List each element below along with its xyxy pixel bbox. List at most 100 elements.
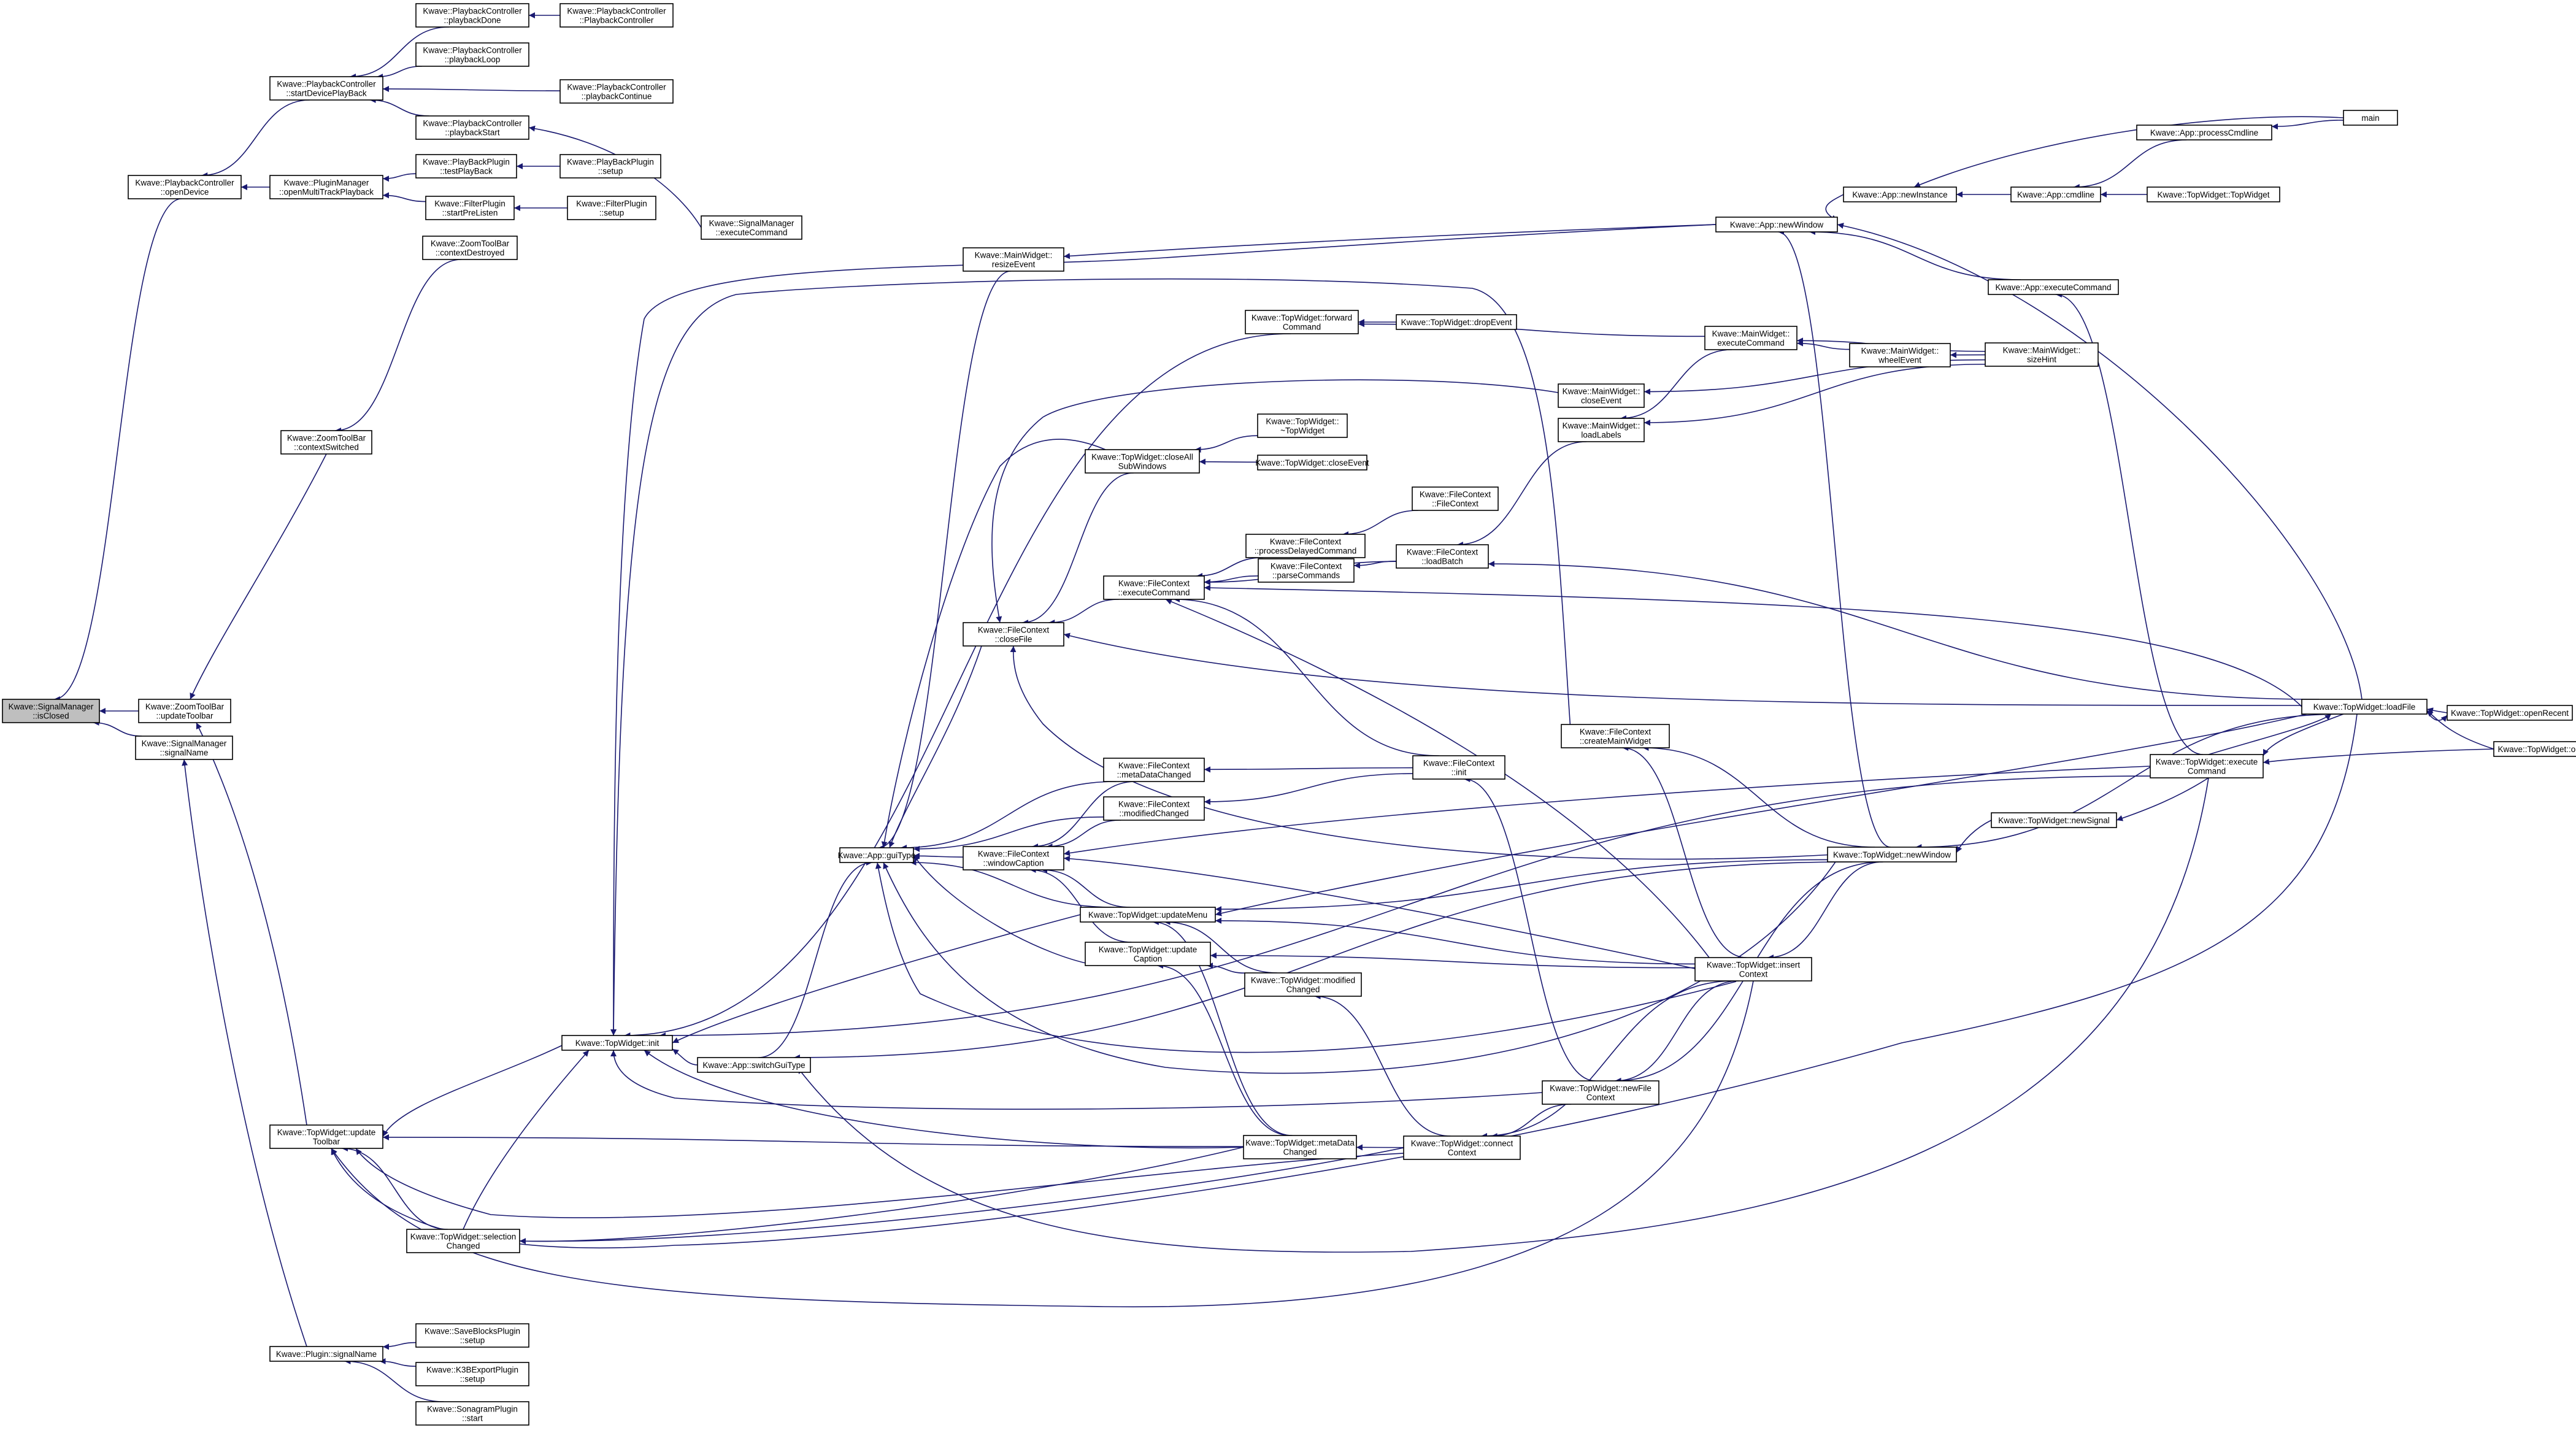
graph-node-n40[interactable]: Kwave::TopWidget::closeEvent: [1255, 455, 1369, 471]
call-edge-n58-to-n54: [1809, 229, 2021, 280]
graph-node-n11[interactable]: Kwave::FilterPlugin::startPreListen: [425, 196, 515, 220]
graph-node-n5[interactable]: Kwave::PlaybackController::playbackLoop: [415, 42, 529, 67]
graph-node-n13[interactable]: Kwave::ZoomToolBar::contextDestroyed: [422, 236, 518, 260]
node-label-line: SubWindows: [1118, 462, 1167, 471]
call-edge-n46-to-n31: [1174, 596, 1439, 756]
node-box: [1991, 812, 2117, 828]
graph-node-n39[interactable]: Kwave::TopWidget::~TopWidget: [1257, 413, 1348, 438]
node-box: [1988, 279, 2119, 295]
node-label-line: resizeEvent: [992, 260, 1036, 269]
graph-node-n49[interactable]: Kwave::MainWidget::loadLabels: [1558, 418, 1645, 442]
graph-node-n67[interactable]: Kwave::TopWidget::openRecent: [2447, 705, 2573, 721]
graph-node-n31[interactable]: Kwave::FileContext::executeCommand: [1103, 575, 1205, 600]
node-label-line: Kwave::ZoomToolBar: [431, 239, 510, 248]
graph-node-n68[interactable]: Kwave::TopWidget::openFile: [2493, 741, 2576, 757]
graph-node-n8[interactable]: Kwave::PluginManager::openMultiTrackPlay…: [269, 175, 383, 199]
node-label-line: Kwave::TopWidget::updateMenu: [1088, 910, 1207, 920]
graph-node-n54[interactable]: Kwave::App::newWindow: [1715, 217, 1838, 232]
graph-node-n60[interactable]: Kwave::MainWidget::sizeHint: [1985, 342, 2099, 367]
graph-node-n46[interactable]: Kwave::FileContext::init: [1412, 755, 1505, 780]
graph-node-n26[interactable]: Kwave::App::guiType: [838, 847, 916, 863]
graph-node-n66[interactable]: Kwave::TopWidget::loadFile: [2301, 699, 2428, 715]
node-box: [1103, 796, 1205, 821]
call-edge-n31-to-n28: [1048, 599, 1119, 626]
graph-node-n61[interactable]: Kwave::App::processCmdline: [2136, 125, 2272, 140]
graph-node-n28[interactable]: Kwave::FileContext::closeFile: [963, 622, 1064, 647]
graph-node-n1[interactable]: Kwave::PlaybackController::openDevice: [128, 175, 242, 199]
graph-node-n53[interactable]: Kwave::MainWidget::executeCommand: [1704, 326, 1797, 350]
graph-node-n25[interactable]: Kwave::App::switchGuiType: [697, 1057, 811, 1073]
graph-node-n9[interactable]: Kwave::PlayBackPlugin::testPlayBack: [415, 154, 517, 179]
graph-node-n12[interactable]: Kwave::FilterPlugin::setup: [567, 196, 656, 220]
graph-node-n22[interactable]: Kwave::SaveBlocksPlugin::setup: [415, 1323, 529, 1348]
call-edge-n35-to-n29: [1029, 867, 1132, 943]
graph-node-n17[interactable]: Kwave::SignalManager::executeCommand: [701, 215, 802, 240]
graph-node-n24[interactable]: Kwave::SonagramPlugin::start: [415, 1401, 529, 1426]
graph-node-n57[interactable]: Kwave::App::newInstance: [1843, 186, 1957, 202]
node-label-line: executeCommand: [1717, 339, 1785, 348]
graph-node-n18[interactable]: Kwave::TopWidget::updateToolbar: [269, 1124, 383, 1149]
node-box: [701, 215, 802, 240]
graph-node-n33[interactable]: Kwave::FileContext::modifiedChanged: [1103, 796, 1205, 821]
graph-node-n63[interactable]: Kwave::TopWidget::executeCommand: [2150, 754, 2264, 778]
graph-node-n23[interactable]: Kwave::K3BExportPlugin::setup: [415, 1362, 529, 1386]
call-edge-n66-to-n31: [1204, 585, 2302, 707]
graph-node-n55[interactable]: Kwave::TopWidget::newWindow: [1827, 847, 1957, 862]
graph-node-n43[interactable]: Kwave::TopWidget::modifiedChanged: [1244, 972, 1362, 997]
graph-node-n4[interactable]: Kwave::PlaybackController::PlaybackContr…: [559, 3, 674, 28]
node-label-line: Kwave::ZoomToolBar: [145, 702, 225, 712]
node-box: [269, 1124, 383, 1149]
node-box: [1558, 418, 1645, 442]
node-box: [1403, 1135, 1521, 1160]
node-box: [2147, 186, 2280, 202]
node-label-line: Kwave::MainWidget::: [1563, 421, 1640, 431]
node-box: [559, 154, 661, 179]
graph-node-n59[interactable]: Kwave::TopWidget::newSignal: [1991, 812, 2117, 828]
graph-node-n56[interactable]: Kwave::MainWidget::wheelEvent: [1849, 343, 1951, 367]
graph-node-n62[interactable]: Kwave::App::cmdline: [2010, 186, 2101, 202]
graph-node-n0[interactable]: Kwave::SignalManager::isClosed: [2, 699, 100, 723]
graph-node-n48[interactable]: Kwave::MainWidget::closeEvent: [1558, 383, 1645, 408]
graph-node-n27[interactable]: Kwave::MainWidget::resizeEvent: [963, 247, 1064, 272]
graph-node-n38[interactable]: Kwave::TopWidget::dropEvent: [1396, 314, 1517, 330]
graph-node-n15[interactable]: Kwave::ZoomToolBar::updateToolbar: [138, 699, 231, 723]
graph-node-n42[interactable]: Kwave::FileContext::parseCommands: [1258, 558, 1355, 583]
call-edge-n32-to-n26: [901, 781, 1117, 851]
graph-node-n41[interactable]: Kwave::FileContext::processDelayedComman…: [1245, 534, 1366, 558]
graph-node-n20[interactable]: Kwave::TopWidget::init: [561, 1035, 673, 1051]
graph-node-n32[interactable]: Kwave::FileContext::metaDataChanged: [1103, 758, 1205, 782]
graph-node-n16[interactable]: Kwave::SignalManager::signalName: [135, 736, 233, 760]
graph-node-n29[interactable]: Kwave::FileContext::windowCaption: [963, 846, 1064, 870]
node-label-line: Kwave::SonagramPlugin: [427, 1405, 518, 1414]
node-label-line: ::setup: [460, 1375, 485, 1384]
graph-node-n58[interactable]: Kwave::App::executeCommand: [1988, 279, 2119, 295]
graph-node-n65[interactable]: main: [2343, 110, 2398, 126]
node-label-line: ::FileContext: [1432, 499, 1478, 509]
call-edge-n39-to-n30: [1194, 435, 1258, 453]
node-box: [963, 846, 1064, 870]
call-edge-n52-to-n26: [875, 862, 1737, 1053]
graph-node-n45[interactable]: Kwave::FileContext::loadBatch: [1396, 544, 1489, 569]
graph-node-n10[interactable]: Kwave::PlayBackPlugin::setup: [559, 154, 661, 179]
graph-node-n14[interactable]: Kwave::ZoomToolBar::contextSwitched: [280, 430, 372, 455]
graph-node-n36[interactable]: Kwave::TopWidget::metaDataChanged: [1243, 1135, 1357, 1159]
graph-node-n6[interactable]: Kwave::PlaybackController::playbackConti…: [559, 79, 674, 104]
graph-node-n21[interactable]: Kwave::Plugin::signalName: [269, 1346, 383, 1362]
graph-node-n64[interactable]: Kwave::TopWidget::TopWidget: [2147, 186, 2280, 202]
call-edge-n61-to-n62: [2073, 139, 2187, 190]
graph-node-n2[interactable]: Kwave::PlaybackController::startDevicePl…: [269, 76, 383, 101]
graph-node-n3[interactable]: Kwave::PlaybackController::playbackDone: [415, 3, 529, 28]
node-box: [567, 196, 656, 220]
graph-node-n7[interactable]: Kwave::PlaybackController::playbackStart: [415, 115, 529, 140]
graph-node-n34[interactable]: Kwave::TopWidget::updateMenu: [1080, 907, 1216, 923]
graph-node-n50[interactable]: Kwave::FileContext::createMainWidget: [1561, 724, 1670, 748]
call-edge-n63-to-n25: [797, 777, 2209, 1253]
graph-node-n44[interactable]: Kwave::FileContext::FileContext: [1412, 486, 1499, 511]
